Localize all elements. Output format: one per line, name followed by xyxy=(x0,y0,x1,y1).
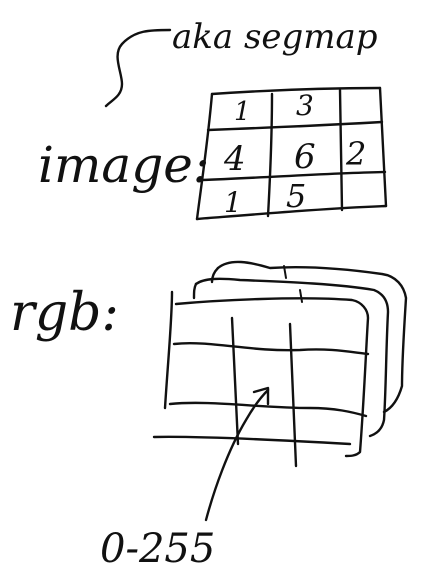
grid-outer-left xyxy=(195,92,214,221)
grid-cell: 1 xyxy=(234,97,251,127)
channel-sheet-front xyxy=(163,290,370,458)
grid-outer-bottom xyxy=(195,204,388,221)
grid-outer-right xyxy=(378,86,388,208)
grid-cell: 2 xyxy=(345,135,366,173)
grid-col-line-2 xyxy=(338,88,344,212)
rgb-channel-stack xyxy=(152,260,408,522)
front-sheet-bottom-line xyxy=(152,435,352,446)
channel-sheet-middle-left xyxy=(192,282,198,300)
grid-row-line-2 xyxy=(199,170,387,182)
grid-cell: 3 xyxy=(296,89,314,122)
front-grid-col-1 xyxy=(230,316,240,446)
grid-cell: 1 xyxy=(224,186,242,219)
value-arrow-shaft xyxy=(204,388,270,522)
front-grid-col-2 xyxy=(288,322,298,468)
grid-row-line-1 xyxy=(206,120,384,132)
grid-cell: 4 xyxy=(223,139,246,179)
front-grid-row-1 xyxy=(172,341,370,356)
aka-connector-line xyxy=(104,28,172,108)
channel-sheet-middle xyxy=(194,277,390,438)
front-grid-row-2 xyxy=(168,401,368,418)
value-arrow-head xyxy=(252,386,270,406)
grid-cell: 5 xyxy=(286,177,306,215)
channel-sheet-back-tick xyxy=(283,265,287,279)
value-range-label: 0-255 xyxy=(100,526,215,570)
channel-sheet-back-left xyxy=(210,266,220,284)
aka-segmap-label: aka segmap xyxy=(172,17,378,57)
grid-outer-top xyxy=(210,86,382,96)
channel-sheet-middle-tick xyxy=(299,289,303,303)
channel-sheet-back xyxy=(216,260,408,414)
segmap-grid: 1 3 4 6 2 1 5 xyxy=(195,86,388,221)
grid-cell: 6 xyxy=(294,137,316,177)
rgb-label: rgb: xyxy=(10,283,119,343)
image-label: image: xyxy=(38,136,210,194)
grid-col-line-1 xyxy=(266,92,274,218)
